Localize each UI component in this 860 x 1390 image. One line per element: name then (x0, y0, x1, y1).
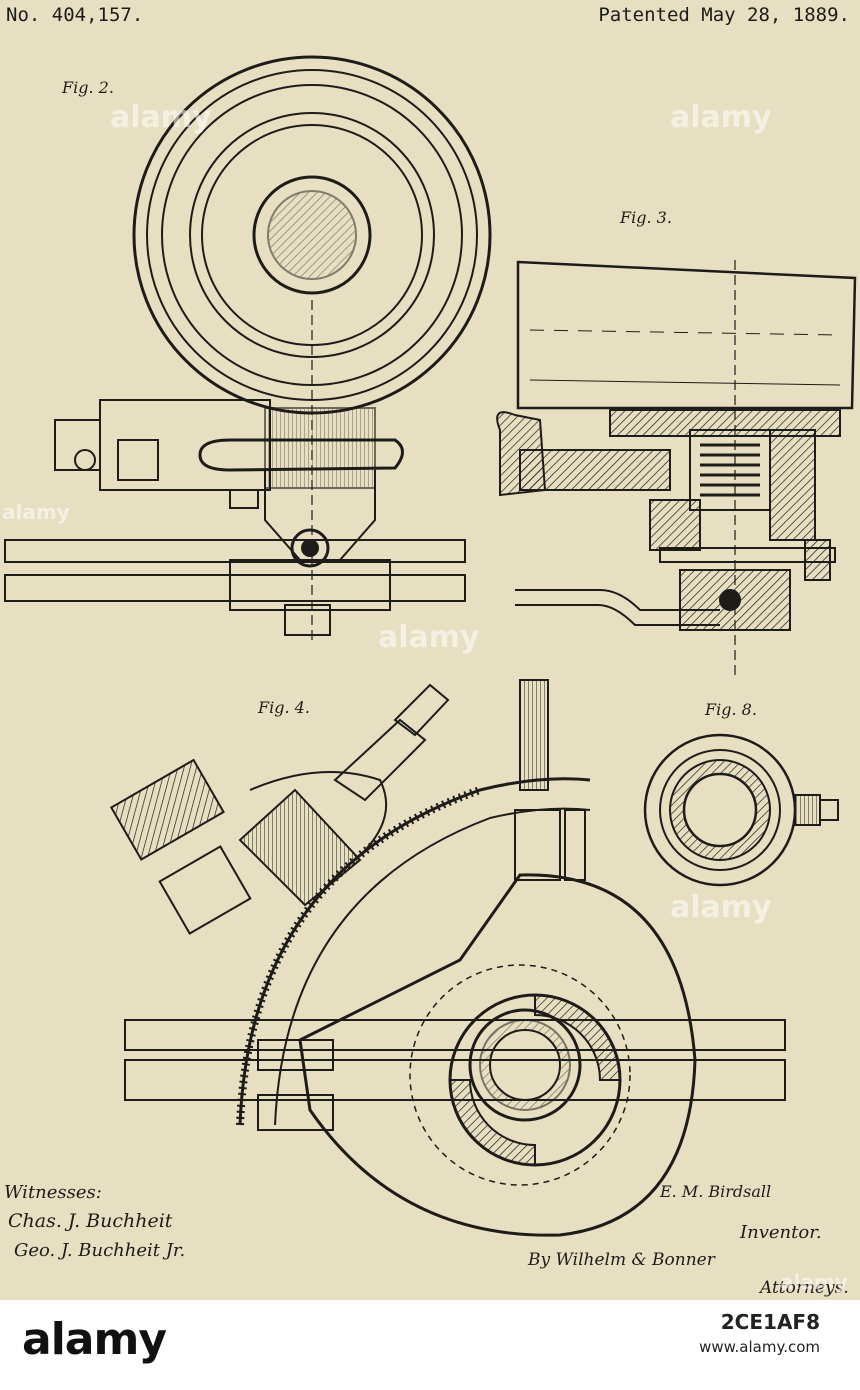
watermark: alamy (2, 500, 70, 524)
fig2-label: Fig. 2. (62, 78, 114, 97)
watermark: alamy (670, 890, 772, 925)
fig8-drawing (645, 735, 838, 885)
image-reference: 2CE1AF8 www.alamy.com (699, 1310, 820, 1356)
witness-2-signature: Geo. J. Buchheit Jr. (14, 1240, 185, 1261)
fig3-drawing (497, 260, 855, 680)
image-url[interactable]: www.alamy.com (699, 1338, 820, 1356)
inventor-label: Inventor. (740, 1222, 822, 1243)
watermark: alamy (378, 620, 480, 655)
alamy-logo-text: alamy (22, 1314, 166, 1365)
inventor-signature: E. M. Birdsall (660, 1182, 771, 1201)
watermark: alamy (670, 100, 772, 135)
fig2-drawing (5, 57, 490, 640)
attorney-signature: By Wilhelm & Bonner (528, 1250, 715, 1270)
image-id: 2CE1AF8 (699, 1310, 820, 1334)
patent-sheet: No. 404,157. Patented May 28, 1889. (0, 0, 860, 1300)
witness-1-signature: Chas. J. Buchheit (8, 1210, 172, 1232)
fig3-label: Fig. 3. (620, 208, 672, 227)
fig8-label: Fig. 8. (705, 700, 757, 719)
witnesses-label: Witnesses: (4, 1182, 102, 1203)
watermark: alamy (110, 100, 212, 135)
fig4-label: Fig. 4. (258, 698, 310, 717)
stock-footer: alamy 2CE1AF8 www.alamy.com (0, 1300, 860, 1390)
watermark: alamy (780, 1270, 848, 1294)
alamy-logo: alamy (22, 1314, 166, 1365)
